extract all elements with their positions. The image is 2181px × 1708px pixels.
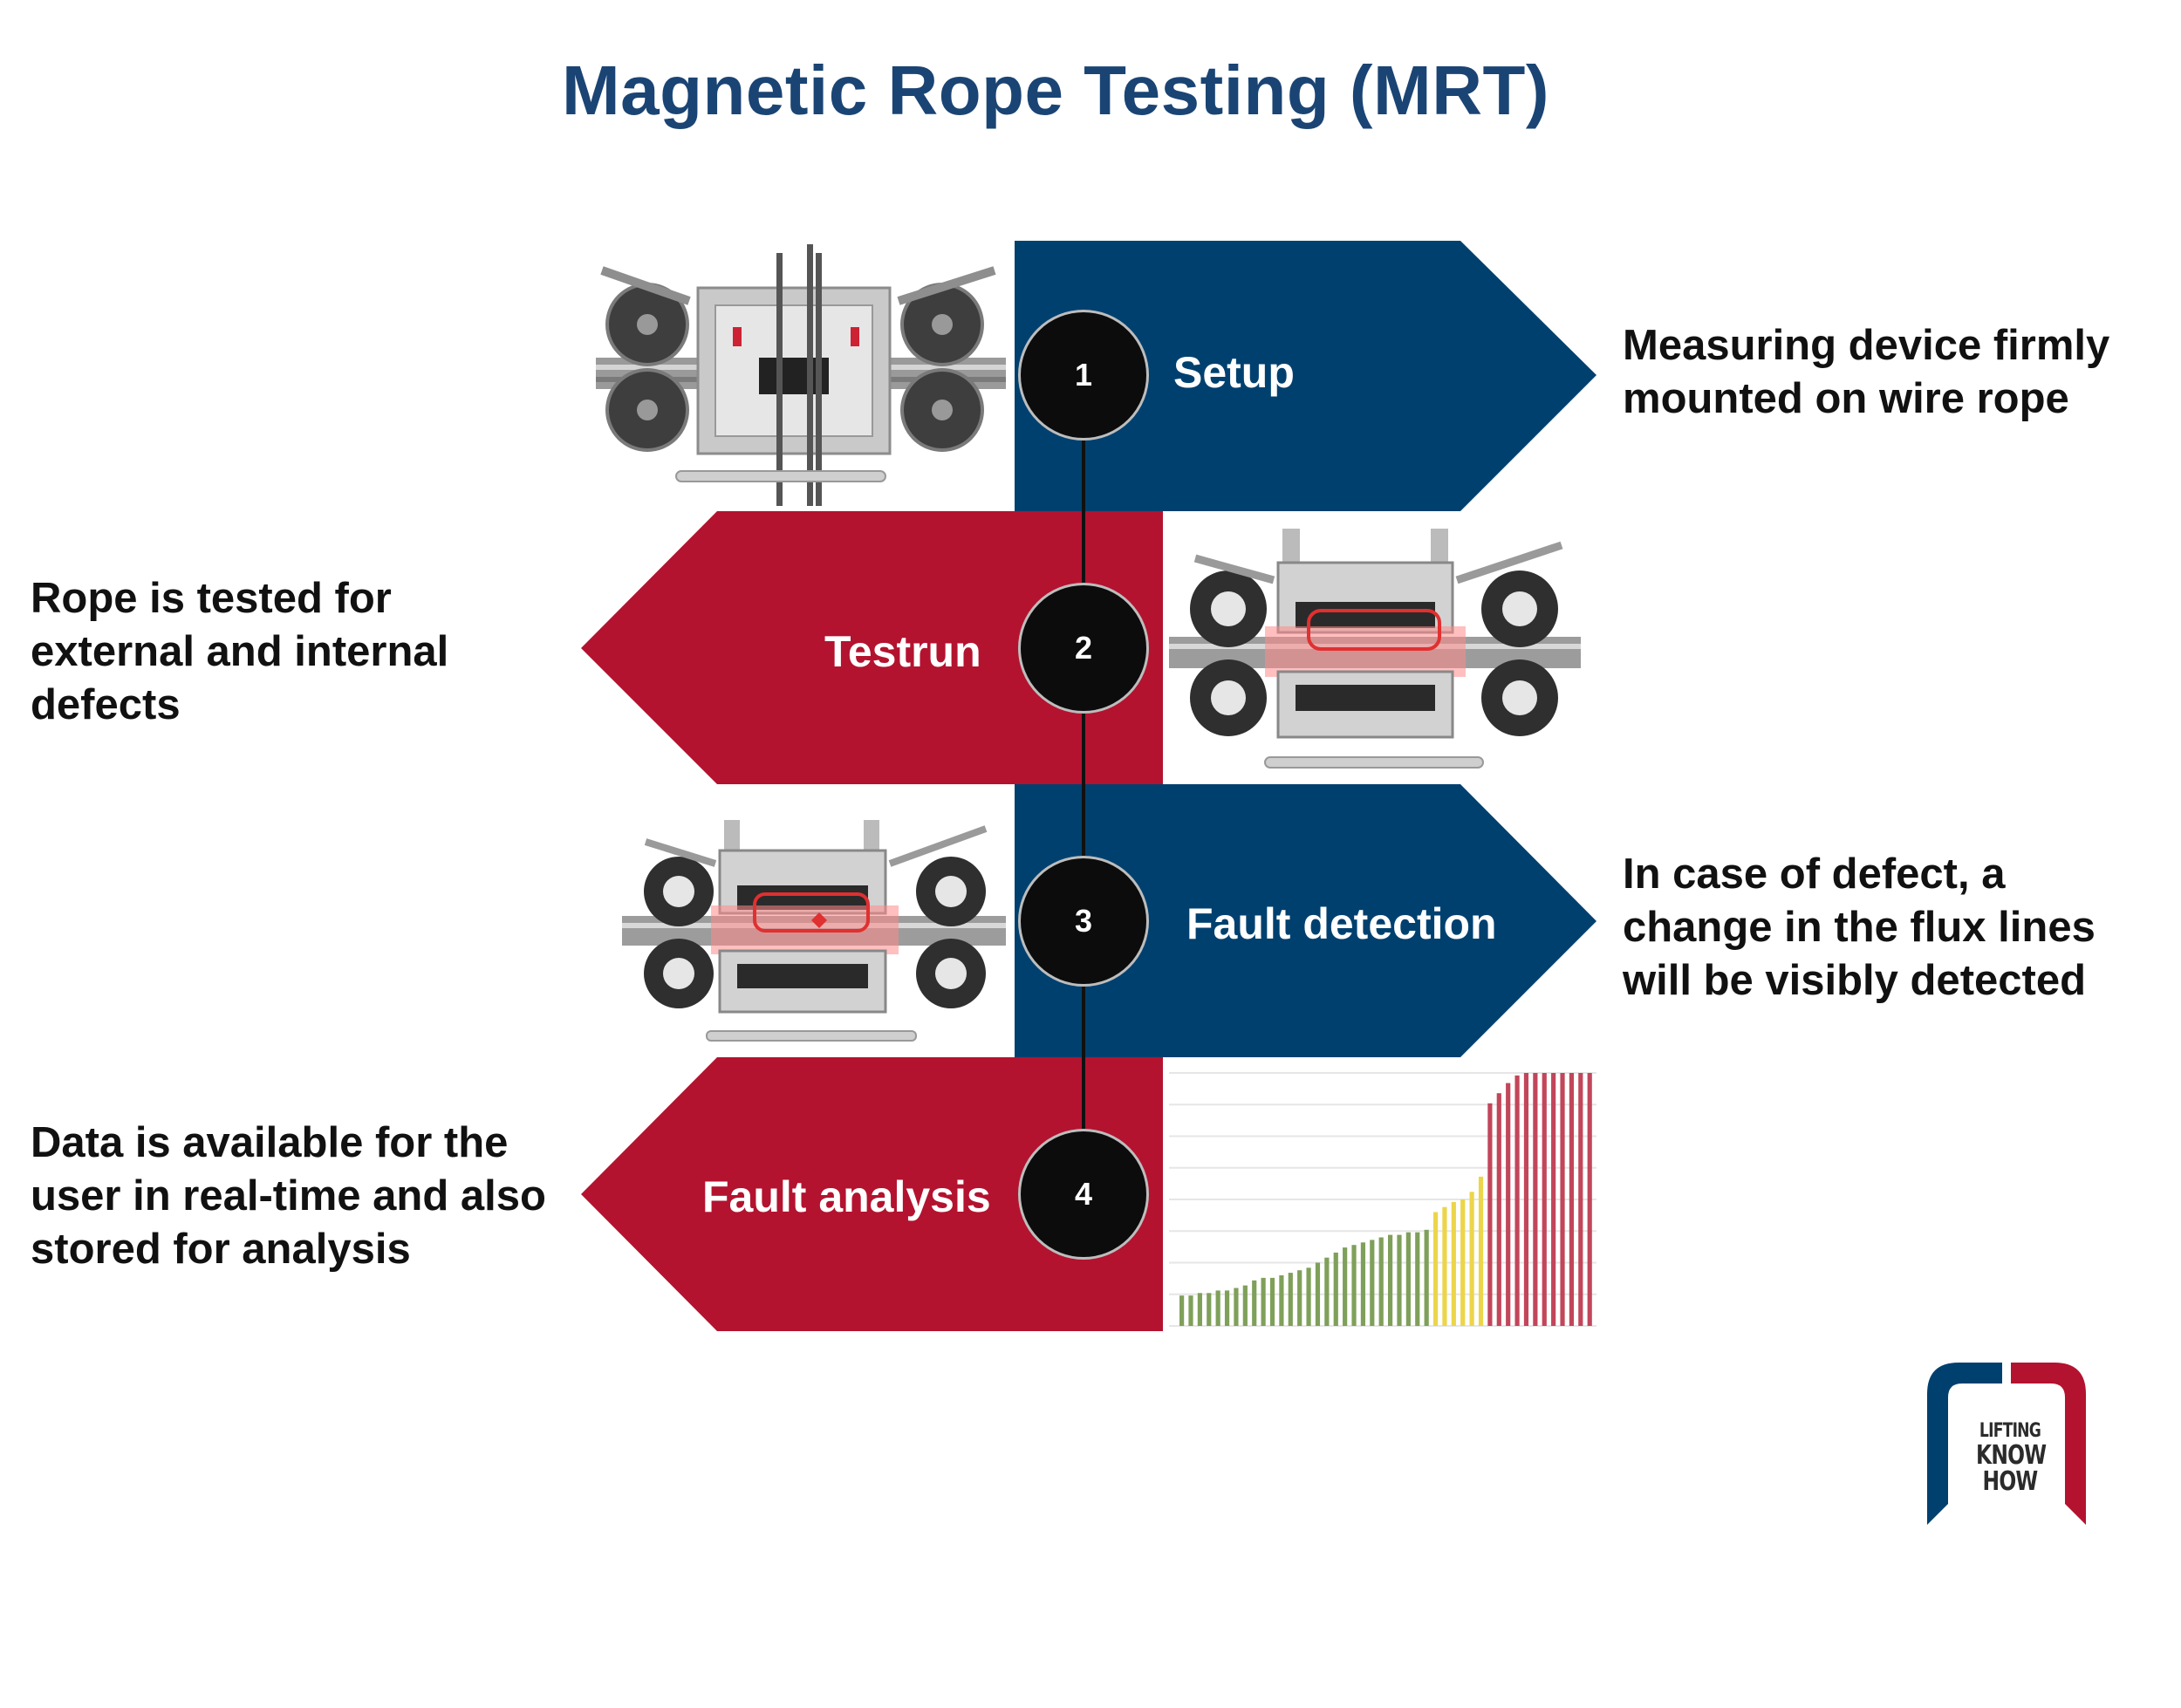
chart-bar [1442,1206,1447,1326]
step-4-description: Data is available for the user in real-t… [31,1119,546,1273]
step-3-description: In case of defect, a change in the flux … [1623,851,2096,1004]
chart-bar [1432,1212,1439,1326]
device-mounted-icon [596,244,1006,506]
chart-bar [1523,1073,1529,1326]
step-2-label: Testrun [824,627,981,676]
chart-bar [1197,1293,1202,1326]
step-4-label: Fault analysis [702,1172,991,1221]
chart-bar [1533,1073,1538,1326]
chart-bar [1234,1288,1239,1326]
step-1-circle: 1 [1018,310,1149,441]
chart-bar [1487,1103,1493,1326]
step-1-number: 1 [1074,357,1093,393]
chart-bar [1405,1232,1411,1326]
chart-bar [1578,1073,1583,1326]
chart-bar [1315,1262,1321,1326]
step-4-arrow [581,1057,1163,1331]
chart-bar [1261,1277,1266,1326]
chart-bar [1306,1267,1311,1326]
logo-wordmark: LIFTING KNOW HOW [1976,1420,2047,1497]
chart-bar [1560,1073,1565,1326]
step-1-label: Setup [1173,348,1295,397]
chart-bar [1388,1234,1393,1326]
chart-bar [1569,1073,1575,1326]
chart-bar [1469,1192,1474,1326]
chart-bar [1378,1237,1384,1326]
chart-bar [1460,1199,1466,1326]
chart-bar [1297,1270,1302,1326]
step-1-description: Measuring device firmly mounted on wire … [1623,322,2110,422]
page-title: Magnetic Rope Testing (MRT) [562,51,1549,129]
chart-bar [1224,1290,1230,1326]
step-2-description: Rope is tested for external and internal… [31,575,449,728]
step-2-arrow [581,511,1163,784]
logo-line-3: HOW [1982,1466,2039,1497]
chart-bar [1288,1273,1293,1326]
device-testrun-icon [1169,529,1581,769]
chart-bar [1269,1277,1275,1326]
chart-bar [1451,1201,1456,1326]
device-fault-icon [622,820,1006,1042]
logo-line-1: LIFTING [1979,1420,2041,1442]
chart-bar [1215,1290,1220,1326]
step-3-arrow [1015,784,1596,1057]
chart-bar [1242,1285,1248,1326]
chart-bar [1370,1240,1375,1326]
chart-bar [1252,1280,1257,1326]
chart-bar [1179,1295,1185,1326]
step-4-number: 4 [1074,1176,1093,1212]
lifting-know-how-logo [1927,1363,2086,1525]
chart-bar [1514,1075,1520,1326]
chart-bar [1351,1245,1357,1326]
chart-bar [1424,1229,1429,1326]
chart-bar [1542,1073,1547,1326]
chart-bar [1397,1234,1402,1326]
chart-bar [1324,1257,1330,1326]
chart-bar [1207,1293,1212,1326]
chart-bar [1551,1073,1556,1326]
chart-bar [1478,1176,1484,1326]
step-3-label: Fault detection [1186,899,1497,948]
chart-bar [1496,1093,1501,1326]
chart-bar [1506,1083,1511,1326]
step-4-circle: 4 [1018,1129,1149,1260]
chart-bar [1587,1073,1592,1326]
chart-bar [1279,1275,1284,1326]
chart-bar [1333,1252,1338,1326]
chart-bar [1188,1295,1193,1326]
step-1-arrow [1015,241,1596,511]
analysis-bar-chart [1169,1072,1596,1327]
chart-bar [1360,1242,1366,1326]
step-3-number: 3 [1074,903,1093,939]
chart-bar [1415,1232,1420,1326]
step-3-circle: 3 [1018,856,1149,987]
chart-bar [1343,1247,1348,1326]
logo-line-2: KNOW [1976,1440,2047,1471]
step-2-number: 2 [1074,630,1093,666]
step-2-circle: 2 [1018,583,1149,714]
